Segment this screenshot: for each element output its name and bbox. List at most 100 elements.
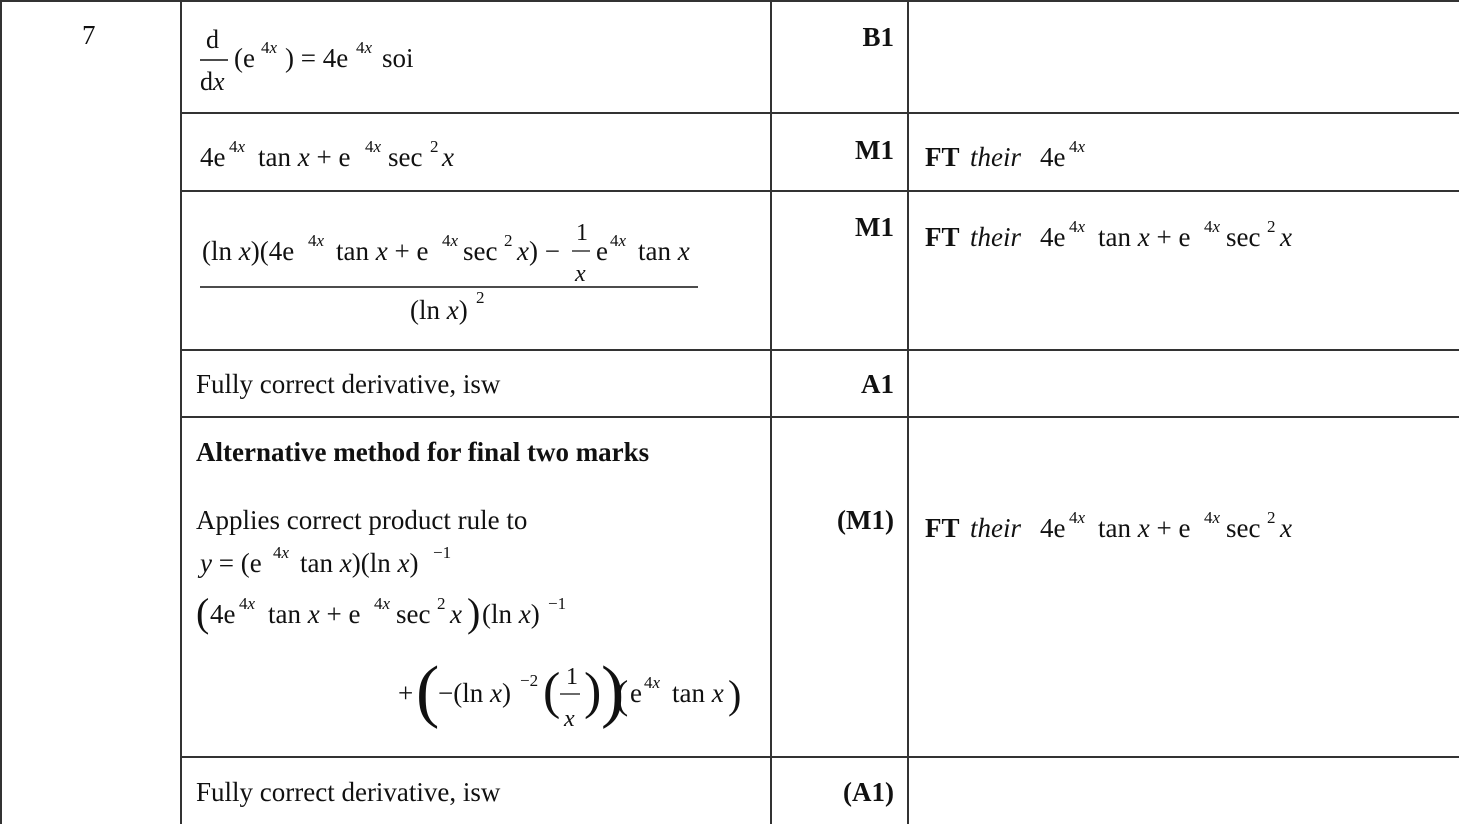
svg-text:4x: 4x [239, 594, 256, 613]
svg-text:tan x + e: tan x + e [1098, 222, 1190, 252]
svg-text:) = 4e: ) = 4e [285, 43, 348, 73]
svg-text:4x: 4x [308, 231, 325, 250]
svg-text:tan x + e: tan x + e [258, 142, 350, 172]
svg-text:−1: −1 [433, 543, 451, 562]
ft-label: FT [925, 513, 960, 543]
svg-text:tan x: tan x [672, 678, 724, 708]
svg-text:sec: sec [1226, 222, 1260, 252]
question-number: 7 [82, 20, 96, 50]
svg-text:soi: soi [382, 43, 414, 73]
svg-text:1: 1 [566, 664, 578, 690]
row6-mark: (A1) [843, 777, 894, 807]
svg-text:4x: 4x [442, 231, 459, 250]
svg-text:(ln x): (ln x) [482, 599, 540, 629]
row4-mark: A1 [861, 369, 894, 399]
svg-text:4x: 4x [356, 38, 373, 57]
svg-text:4x: 4x [374, 594, 391, 613]
svg-text:): ) [584, 663, 601, 720]
ft-label: FT [925, 222, 960, 252]
svg-text:e: e [630, 678, 642, 708]
svg-text:4e: 4e [1040, 142, 1066, 172]
row4-answer-text: Fully correct derivative, isw [196, 369, 501, 399]
svg-text:2: 2 [504, 231, 513, 250]
svg-text:4x: 4x [229, 137, 246, 156]
column-divider-2 [770, 0, 772, 824]
svg-text:2: 2 [1267, 508, 1276, 527]
row5-mark: (M1) [837, 505, 894, 535]
svg-text:e: e [596, 236, 608, 266]
svg-text:tan x: tan x [638, 236, 690, 266]
svg-text:(e: (e [234, 43, 255, 73]
svg-text:−2: −2 [520, 671, 538, 690]
svg-text:2: 2 [1267, 217, 1276, 236]
svg-text:tan x)(ln x): tan x)(ln x) [300, 548, 418, 578]
svg-text:sec: sec [388, 142, 422, 172]
svg-text:2: 2 [430, 137, 439, 156]
their-label: their [970, 222, 1021, 252]
row3-answer-math: (ln x)(4e 4x tan x + e 4x sec 2 x) − 1 x… [200, 220, 698, 325]
svg-text:sec: sec [463, 236, 497, 266]
svg-text:(: ( [615, 672, 628, 717]
svg-text:4x: 4x [1069, 217, 1086, 236]
svg-text:4x: 4x [365, 137, 382, 156]
svg-text:−(ln x): −(ln x) [438, 678, 511, 708]
row-divider-4 [180, 416, 1459, 418]
svg-text:1: 1 [576, 220, 588, 246]
svg-text:4x: 4x [644, 673, 661, 692]
svg-text:−1: −1 [548, 594, 566, 613]
svg-text:): ) [728, 672, 741, 717]
svg-text:x: x [1279, 513, 1292, 543]
row-divider-1 [180, 112, 1459, 114]
svg-text:(ln x)(4e: (ln x)(4e [202, 236, 294, 266]
svg-text:x: x [1279, 222, 1292, 252]
svg-text:x) −: x) − [516, 236, 560, 266]
row1-answer-math: d dx (e 4x ) = 4e 4x soi [200, 25, 414, 96]
svg-text:4e: 4e [1040, 513, 1066, 543]
table-border-top [0, 0, 1459, 2]
row2-mark: M1 [855, 135, 894, 165]
svg-text:4e: 4e [1040, 222, 1066, 252]
svg-text:2: 2 [476, 288, 485, 307]
row-divider-2 [180, 190, 1459, 192]
svg-text:4x: 4x [1204, 217, 1221, 236]
svg-text:4e: 4e [200, 142, 226, 172]
svg-text:): ) [601, 653, 624, 730]
svg-text:): ) [467, 590, 480, 635]
table-border-left [0, 0, 2, 824]
svg-text:4x: 4x [1069, 508, 1086, 527]
svg-text:(: ( [196, 590, 209, 635]
svg-text:tan x + e: tan x + e [336, 236, 428, 266]
alternative-method-description: Applies correct product rule to [196, 505, 528, 535]
svg-text:sec: sec [1226, 513, 1260, 543]
svg-text:4x: 4x [261, 38, 278, 57]
row6-answer-text: Fully correct derivative, isw [196, 777, 501, 807]
alternative-method-heading: Alternative method for final two marks [196, 437, 650, 467]
ft-label: FT [925, 142, 960, 172]
svg-text:4x: 4x [273, 543, 290, 562]
svg-text:d: d [206, 25, 219, 54]
row2-guidance: FT their 4e 4x [925, 137, 1086, 172]
svg-text:x: x [574, 261, 586, 287]
svg-text:4x: 4x [1069, 137, 1086, 156]
row1-mark: B1 [862, 22, 894, 52]
svg-text:x: x [449, 599, 462, 629]
row5-guidance: FT their 4e 4x tan x + e 4x sec 2 x [925, 508, 1292, 543]
svg-text:tan x + e: tan x + e [1098, 513, 1190, 543]
svg-text:(: ( [416, 653, 439, 730]
row3-mark: M1 [855, 212, 894, 242]
svg-text:4x: 4x [1204, 508, 1221, 527]
svg-text:x: x [563, 706, 575, 732]
svg-text:+: + [398, 678, 413, 708]
row2-answer-math: 4e 4x tan x + e 4x sec 2 x [200, 137, 454, 172]
svg-text:tan x + e: tan x + e [268, 599, 360, 629]
column-divider-1 [180, 0, 182, 824]
row-divider-3 [180, 349, 1459, 351]
their-label: their [970, 513, 1021, 543]
row3-guidance: FT their 4e 4x tan x + e 4x sec 2 x [925, 217, 1292, 252]
row-divider-5 [180, 756, 1459, 758]
svg-text:(: ( [543, 663, 560, 720]
svg-text:x: x [441, 142, 454, 172]
svg-text:y = (e: y = (e [197, 548, 262, 578]
row5-answer-math: y = (e 4x tan x)(ln x) −1 ( 4e 4x tan x … [196, 543, 741, 732]
